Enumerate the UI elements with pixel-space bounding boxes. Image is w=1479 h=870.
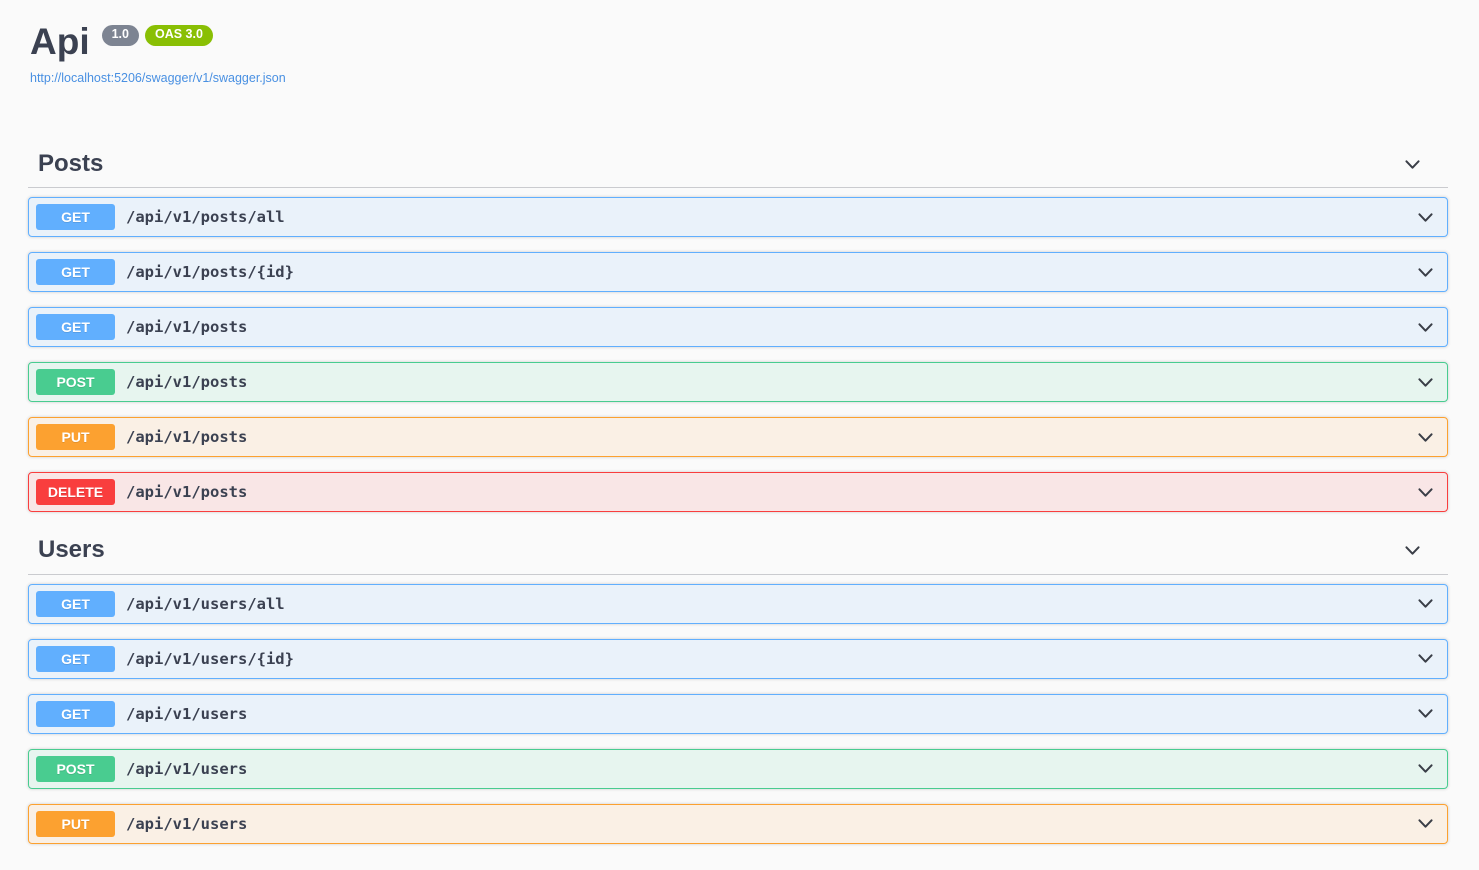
endpoint-path: /api/v1/users/{id} — [126, 649, 294, 668]
endpoint-path: /api/v1/users/all — [126, 594, 285, 613]
chevron-down-icon — [1418, 213, 1433, 222]
collapse-section-button[interactable] — [1402, 154, 1423, 175]
tag-section-title: Users — [38, 536, 105, 564]
http-method-badge: GET — [36, 204, 115, 231]
endpoint-path: /api/v1/users — [126, 814, 248, 833]
chevron-up-icon — [1405, 546, 1420, 555]
api-sections: Posts GET /api/v1/posts/all GET /api/v1/… — [28, 141, 1448, 844]
endpoint-path: /api/v1/posts/{id} — [126, 263, 294, 282]
operation-row[interactable]: POST /api/v1/posts — [28, 362, 1448, 403]
operation-row[interactable]: GET /api/v1/users — [28, 693, 1448, 734]
expand-operation-button[interactable] — [1415, 207, 1436, 228]
chevron-down-icon — [1418, 599, 1433, 608]
tag-section-header[interactable]: Users — [28, 527, 1448, 575]
expand-operation-button[interactable] — [1415, 482, 1436, 503]
operation-row[interactable]: PUT /api/v1/posts — [28, 417, 1448, 458]
http-method-badge: POST — [36, 369, 115, 396]
oas-badge: OAS 3.0 — [145, 25, 213, 46]
operation-row[interactable]: GET /api/v1/posts/{id} — [28, 252, 1448, 293]
http-method-badge: POST — [36, 755, 115, 782]
expand-operation-button[interactable] — [1415, 262, 1436, 283]
chevron-down-icon — [1418, 654, 1433, 663]
http-method-badge: PUT — [36, 810, 115, 837]
expand-operation-button[interactable] — [1415, 813, 1436, 834]
http-method-badge: GET — [36, 700, 115, 727]
operation-row[interactable]: GET /api/v1/posts — [28, 307, 1448, 348]
operation-row[interactable]: GET /api/v1/users/{id} — [28, 638, 1448, 679]
endpoint-path: /api/v1/posts — [126, 428, 248, 447]
expand-operation-button[interactable] — [1415, 703, 1436, 724]
expand-operation-button[interactable] — [1415, 372, 1436, 393]
tag-section-title: Posts — [38, 150, 104, 177]
http-method-badge: GET — [36, 645, 115, 672]
http-method-badge: GET — [36, 590, 115, 617]
chevron-down-icon — [1418, 709, 1433, 718]
endpoint-path: /api/v1/posts — [126, 373, 248, 392]
expand-operation-button[interactable] — [1415, 427, 1436, 448]
http-method-badge: DELETE — [36, 479, 115, 506]
spec-json-link[interactable]: http://localhost:5206/swagger/v1/swagger… — [30, 71, 286, 85]
version-badge: 1.0 — [101, 25, 139, 46]
http-method-badge: GET — [36, 314, 115, 341]
chevron-up-icon — [1405, 160, 1420, 169]
operation-row[interactable]: POST /api/v1/users — [28, 748, 1448, 789]
expand-operation-button[interactable] — [1415, 317, 1436, 338]
chevron-down-icon — [1418, 488, 1433, 497]
expand-operation-button[interactable] — [1415, 593, 1436, 614]
tag-section-header[interactable]: Posts — [28, 141, 1448, 189]
chevron-down-icon — [1418, 819, 1433, 828]
chevron-down-icon — [1418, 433, 1433, 442]
http-method-badge: PUT — [36, 424, 115, 451]
endpoint-path: /api/v1/users — [126, 759, 248, 778]
chevron-down-icon — [1418, 268, 1433, 277]
tag-section: Posts GET /api/v1/posts/all GET /api/v1/… — [28, 141, 1448, 513]
tag-section: Users GET /api/v1/users/all GET /api/v1/… — [28, 527, 1448, 844]
http-method-badge: GET — [36, 259, 115, 286]
api-info: Api 1.0 OAS 3.0 http://localhost:5206/sw… — [28, 0, 1448, 87]
operation-row[interactable]: GET /api/v1/posts/all — [28, 197, 1448, 238]
expand-operation-button[interactable] — [1415, 648, 1436, 669]
operations-list: GET /api/v1/posts/all GET /api/v1/posts/… — [28, 197, 1448, 513]
chevron-down-icon — [1418, 764, 1433, 773]
endpoint-path: /api/v1/posts — [126, 483, 248, 502]
endpoint-path: /api/v1/posts — [126, 318, 248, 337]
operation-row[interactable]: GET /api/v1/users/all — [28, 583, 1448, 624]
collapse-section-button[interactable] — [1402, 540, 1423, 561]
operation-row[interactable]: DELETE /api/v1/posts — [28, 472, 1448, 513]
chevron-down-icon — [1418, 323, 1433, 332]
swagger-page: Api 1.0 OAS 3.0 http://localhost:5206/sw… — [28, 0, 1448, 844]
operation-row[interactable]: PUT /api/v1/users — [28, 803, 1448, 844]
expand-operation-button[interactable] — [1415, 758, 1436, 779]
endpoint-path: /api/v1/users — [126, 704, 248, 723]
api-title: Api — [30, 21, 90, 62]
endpoint-path: /api/v1/posts/all — [126, 208, 285, 227]
chevron-down-icon — [1418, 378, 1433, 387]
api-badges: 1.0 OAS 3.0 — [101, 25, 213, 46]
operations-list: GET /api/v1/users/all GET /api/v1/users/… — [28, 583, 1448, 844]
